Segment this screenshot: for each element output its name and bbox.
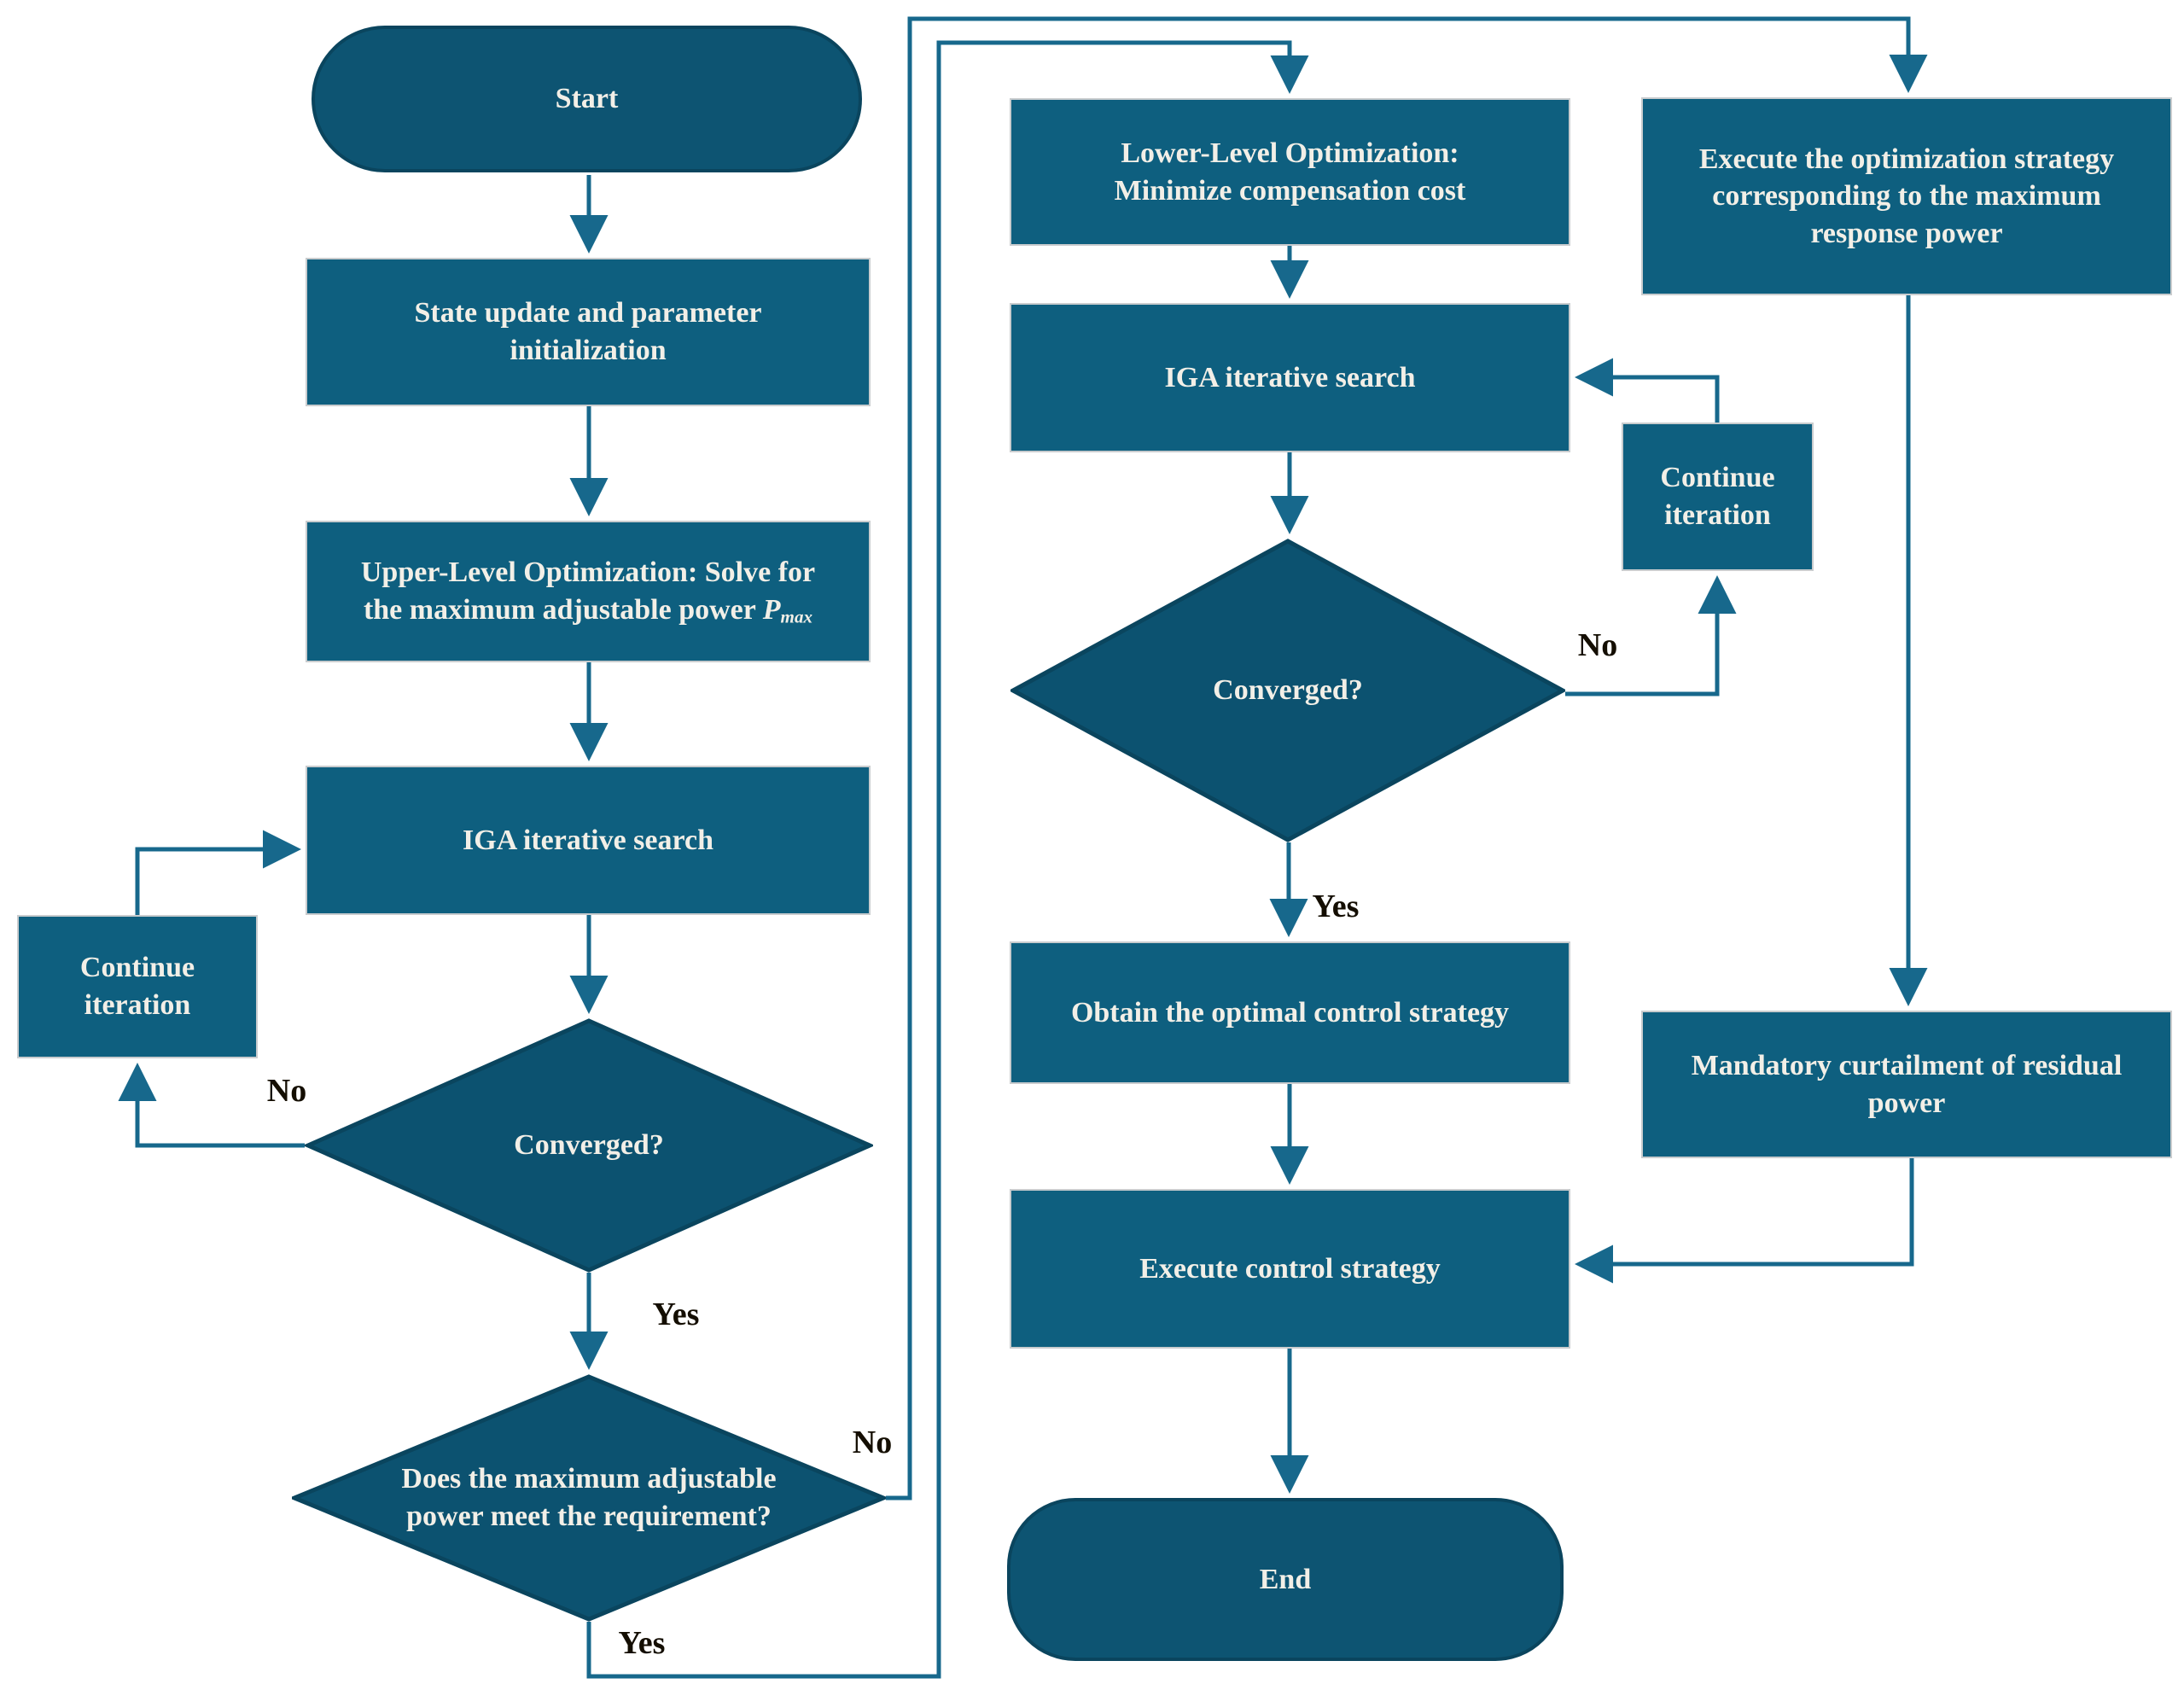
iga-1-label: IGA iterative search [463,824,713,856]
iga-iterative-search-node-1: IGA iterative search [306,766,871,915]
iga-2-label: IGA iterative search [1164,361,1416,393]
meet-requirement-decision: Does the maximum adjustable power meet t… [292,1374,886,1622]
obtain-label: Obtain the optimal control strategy [1070,996,1510,1029]
upper-level-optimization-label: Upper-Level Optimization: Solve for the … [349,517,827,666]
upper-level-line1: Upper-Level Optimization: Solve for [360,557,816,589]
p-subscript: max [780,606,813,627]
start-label: Start [555,83,619,115]
continue-iteration-node-1: Continue iteration [17,915,258,1058]
diamond-shape [305,1018,873,1273]
converged-1-label: Converged? [514,1129,664,1162]
end-label: End [1259,1563,1312,1595]
converged-decision-1: Converged? [305,1018,873,1273]
execute-control-strategy-label: Execute control strategy [1139,1252,1441,1285]
p-variable: P [762,593,781,626]
iga-iterative-search-node-2: IGA iterative search [1010,303,1570,452]
continue-2-label: Continue iteration [1660,462,1775,531]
state-update-node: State update and parameter initializatio… [306,258,871,406]
execute-optimization-strategy-label: Execute the optimization strategy corres… [1698,143,2115,249]
edge-label-no-meet-requirement: No [852,1425,893,1460]
converged-decision-2: Converged? [1010,539,1565,842]
state-update-label: State update and parameter initializatio… [414,297,762,366]
lower-level-label: Lower-Level Optimization: Minimize compe… [1114,137,1466,207]
converged-2-label: Converged? [1213,674,1363,707]
execute-optimization-strategy-node: Execute the optimization strategy corres… [1641,97,2172,295]
obtain-optimal-strategy-node: Obtain the optimal control strategy [1010,941,1570,1084]
edge-label-yes-converged2: Yes [1312,889,1360,924]
upper-level-line2: the maximum adjustable power Pmax [363,593,813,627]
meet-requirement-label: Does the maximum adjustable power meet t… [401,1463,777,1532]
execute-control-strategy-node: Execute control strategy [1010,1189,1570,1349]
edge-label-yes-meet-requirement: Yes [618,1625,666,1661]
continue-iteration-node-2: Continue iteration [1622,422,1814,571]
upper-level-optimization-node: Upper-Level Optimization: Solve for the … [306,521,871,662]
end-node: End [1007,1498,1564,1661]
mandatory-curtailment-node: Mandatory curtailment of residual power [1641,1011,2172,1158]
lower-level-optimization-node: Lower-Level Optimization: Minimize compe… [1010,98,1570,246]
diamond-shape [1010,539,1565,842]
edge-label-no-converged2: No [1577,627,1618,663]
edge-label-yes-converged1: Yes [652,1297,700,1332]
start-node: Start [312,26,862,172]
mandatory-curtailment-label: Mandatory curtailment of residual power [1691,1049,2123,1119]
edge-label-no-converged1: No [266,1073,307,1109]
diamond-shape [292,1374,886,1622]
continue-1-label: Continue iteration [79,952,195,1021]
